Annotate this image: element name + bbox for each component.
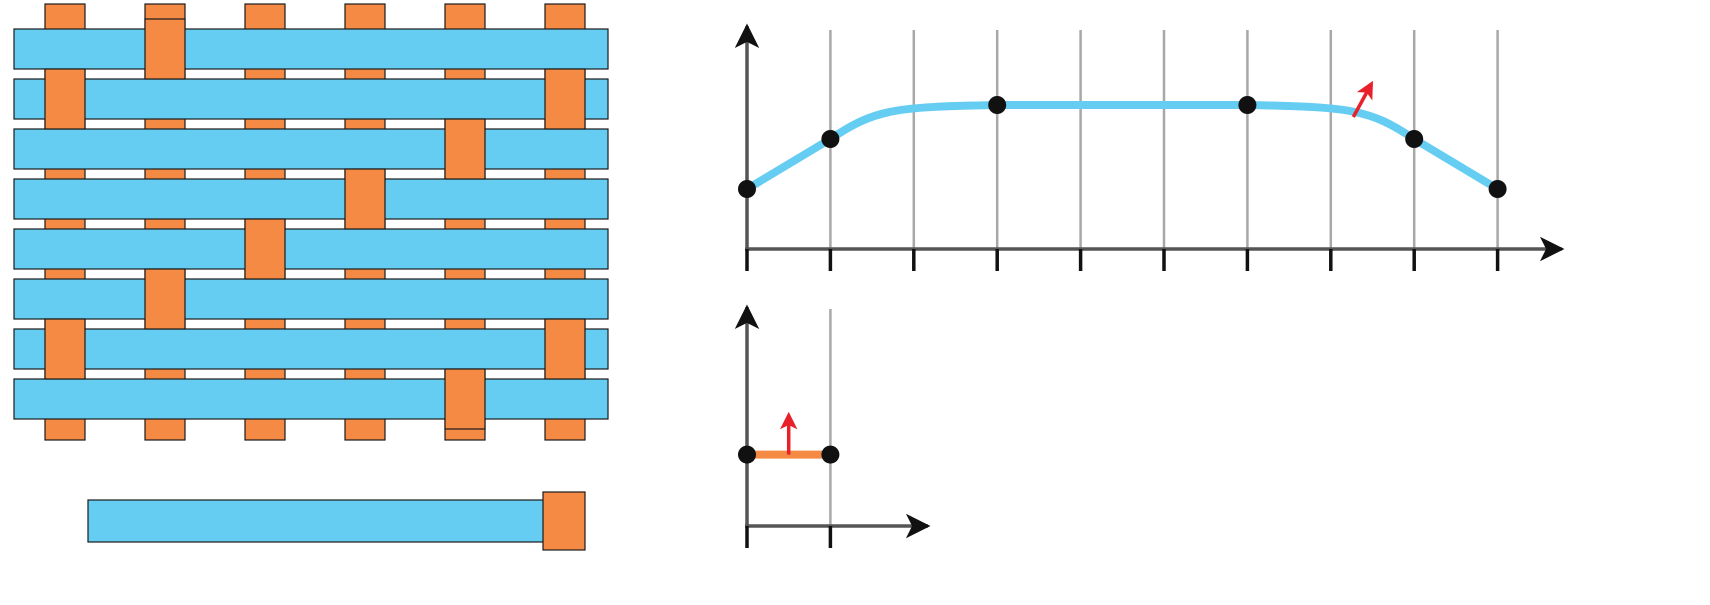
control-point bbox=[1488, 180, 1507, 198]
weft-thread bbox=[13, 328, 609, 370]
weft-thread bbox=[13, 378, 609, 420]
profile-curve bbox=[743, 101, 1502, 193]
warp-over-crossing bbox=[344, 168, 386, 230]
segment-diagram bbox=[734, 304, 931, 548]
warp-over-crossing bbox=[144, 18, 186, 80]
warp-over-crossing bbox=[544, 318, 586, 380]
warp-over-crossing bbox=[544, 68, 586, 130]
control-point bbox=[738, 180, 756, 198]
control-point bbox=[988, 96, 1007, 114]
single-weft-strip bbox=[87, 491, 586, 551]
weft-thread bbox=[13, 128, 609, 170]
weft-strip bbox=[87, 499, 559, 543]
warp-over-crossing bbox=[44, 68, 86, 130]
warp-over-crossing bbox=[244, 218, 286, 280]
control-point bbox=[821, 130, 840, 148]
warp-over-crossing bbox=[44, 318, 86, 380]
warp-over-crossing bbox=[444, 118, 486, 180]
weft-thread bbox=[13, 28, 609, 70]
profile-curve-diagram bbox=[734, 23, 1565, 271]
warp-over-crossing bbox=[444, 368, 486, 430]
weave-pattern bbox=[13, 3, 609, 441]
warp-over-crossing bbox=[144, 268, 186, 330]
control-point bbox=[1405, 130, 1424, 148]
warp-block bbox=[542, 491, 586, 551]
control-point bbox=[738, 445, 756, 464]
control-point bbox=[821, 445, 840, 464]
control-point bbox=[1238, 96, 1257, 114]
weft-thread bbox=[13, 78, 609, 120]
normal-arrow bbox=[1351, 80, 1373, 118]
weft-thread bbox=[13, 228, 609, 270]
weft-thread bbox=[13, 278, 609, 320]
weft-thread bbox=[13, 178, 609, 220]
